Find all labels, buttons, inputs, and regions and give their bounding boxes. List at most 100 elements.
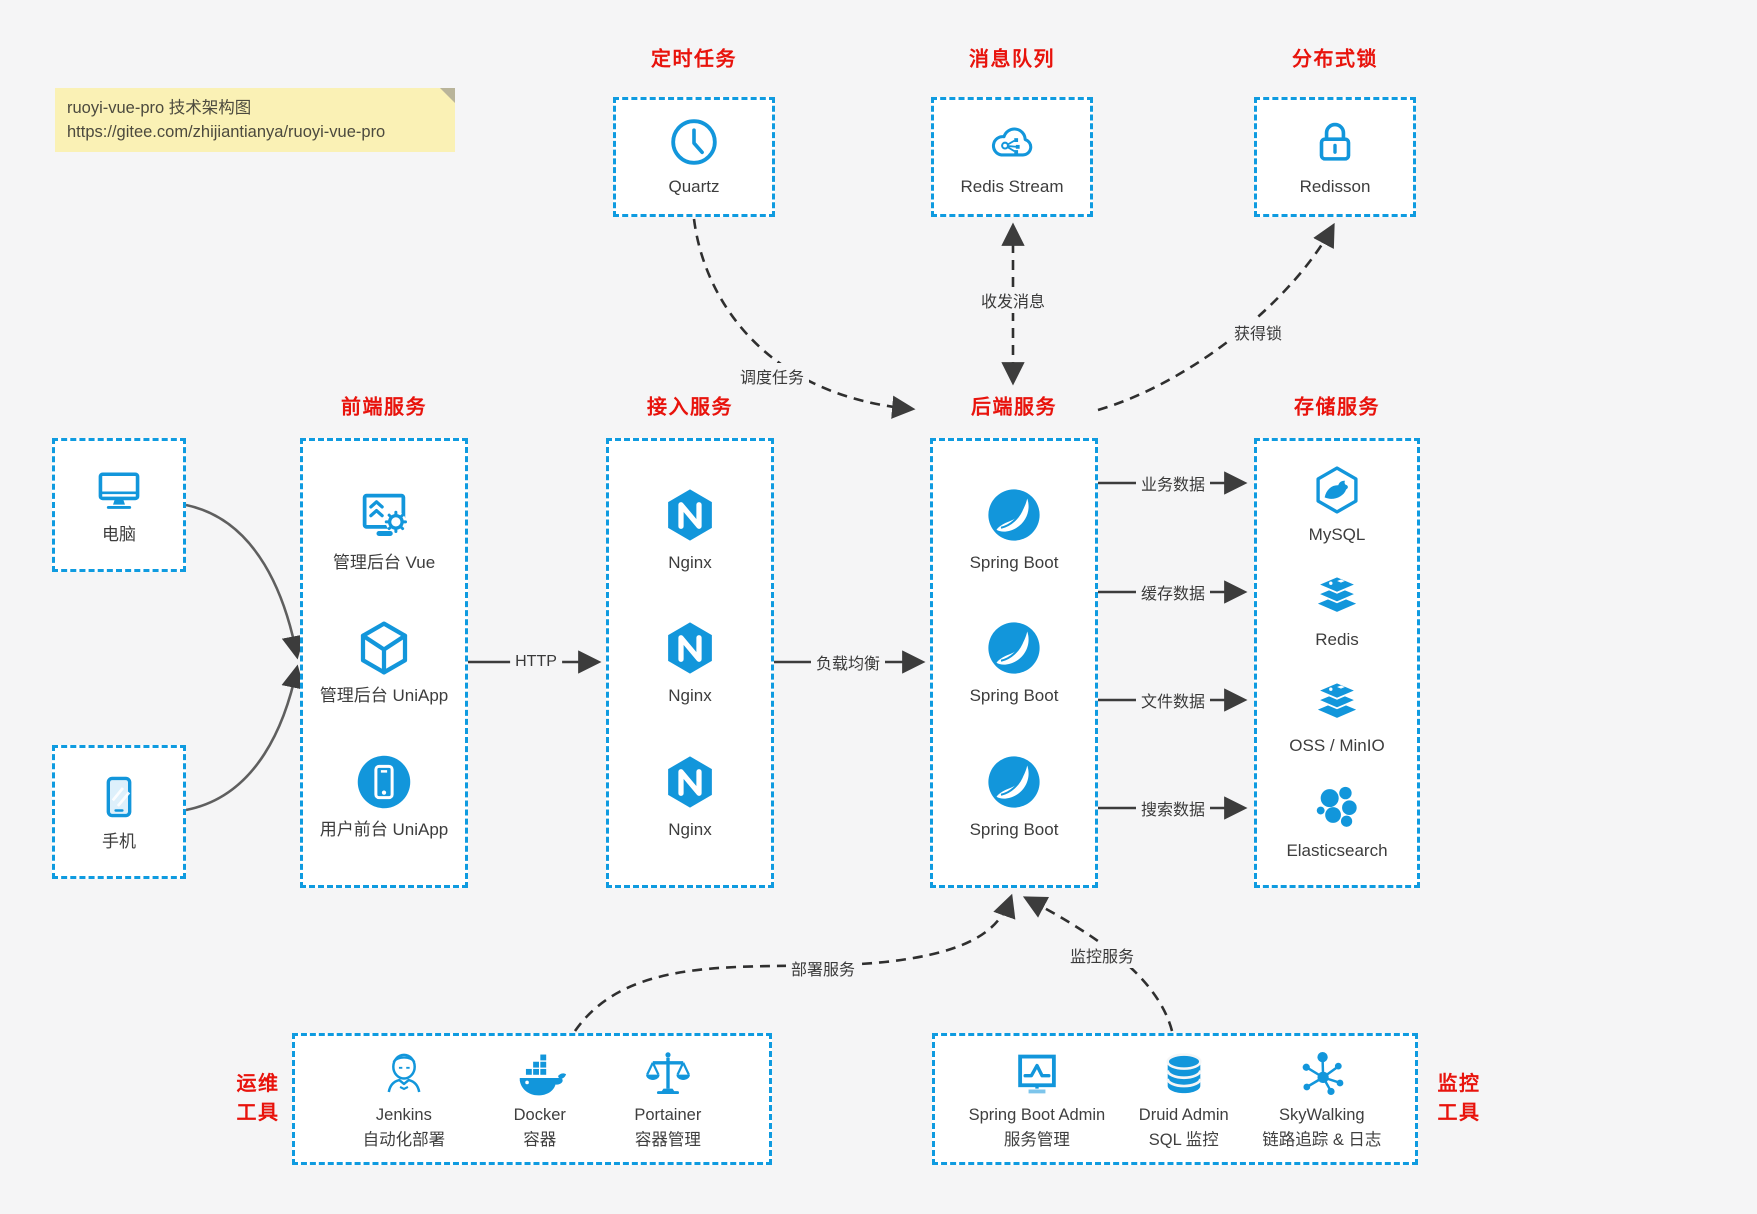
tool-name: Spring Boot Admin [968, 1105, 1106, 1124]
client-phone: 手机 [92, 770, 146, 854]
client-pc: 电脑 [92, 463, 146, 547]
box-frontend-services: 管理后台 Vue 管理后台 UniApp 用户前台 UniApp [300, 438, 468, 888]
service-springboot-1: Spring Boot [970, 485, 1058, 575]
edge-label-search-data: 搜索数据 [1135, 795, 1211, 821]
oss-minio-icon [1310, 674, 1364, 728]
mobile-icon [92, 770, 146, 824]
note-title: ruoyi-vue-pro 技术架构图 [67, 99, 252, 117]
database-icon [1157, 1047, 1211, 1101]
edge-label-http: HTTP [510, 652, 562, 672]
tool-spring-boot-admin: Spring Boot Admin 服务管理 [968, 1047, 1106, 1152]
service-redis-stream: Redis Stream [960, 115, 1064, 199]
service-label: 用户前台 UniApp [319, 819, 449, 839]
tool-desc: 服务管理 [1003, 1131, 1070, 1149]
box-distributed-lock: Redisson [1254, 97, 1416, 217]
elasticsearch-icon [1310, 779, 1364, 833]
service-label: Redis Stream [960, 177, 1064, 197]
service-admin-uniapp: 管理后台 UniApp [320, 618, 448, 708]
group-title-monitor-tools: 监控 工具 [1438, 1070, 1481, 1128]
topology-icon [1295, 1047, 1349, 1101]
service-label: Spring Boot [969, 819, 1059, 839]
note-url: https://gitee.com/zhijiantianya/ruoyi-vu… [67, 123, 386, 141]
tool-name: Portainer [634, 1105, 702, 1124]
service-label: Elasticsearch [1286, 841, 1388, 861]
note-fold-corner [440, 88, 455, 103]
redis-icon [1310, 568, 1364, 622]
nginx-icon [660, 752, 720, 812]
jenkins-icon [377, 1047, 431, 1101]
tool-name: Jenkins [375, 1105, 432, 1124]
group-title-distributed-lock: 分布式锁 [1292, 48, 1378, 71]
edge-label-load-balance: 负载均衡 [810, 649, 886, 675]
service-label: MySQL [1308, 524, 1366, 544]
service-elasticsearch: Elasticsearch [1286, 779, 1388, 863]
mobile-app-icon [354, 752, 414, 812]
client-label: 手机 [102, 832, 136, 852]
group-title-storage: 存储服务 [1294, 396, 1380, 419]
group-title-backend: 后端服务 [971, 396, 1057, 419]
mysql-icon [1310, 463, 1364, 517]
service-mysql: MySQL [1308, 463, 1366, 547]
edge-label-send-receive: 收发消息 [975, 287, 1051, 313]
box-monitor-tools: Spring Boot Admin 服务管理 Druid Admin SQL 监… [932, 1033, 1418, 1165]
tool-desc: 容器 [523, 1131, 557, 1149]
tool-druid-admin: Druid Admin SQL 监控 [1139, 1047, 1229, 1152]
box-access-services: Nginx Nginx Nginx [606, 438, 774, 888]
tool-desc: SQL 监控 [1148, 1131, 1219, 1149]
service-nginx-1: Nginx [660, 485, 720, 575]
spring-boot-icon [984, 485, 1044, 545]
service-label: Spring Boot [969, 686, 1059, 706]
box-client-phone: 手机 [52, 745, 186, 879]
docker-icon [513, 1047, 567, 1101]
service-nginx-2: Nginx [660, 618, 720, 708]
service-label: Quartz [668, 177, 720, 197]
box-backend-services: Spring Boot Spring Boot Spring Boot [930, 438, 1098, 888]
service-oss-minio: OSS / MinIO [1289, 674, 1385, 758]
service-label: 管理后台 Vue [332, 552, 436, 572]
service-nginx-3: Nginx [660, 752, 720, 842]
service-label: Redisson [1299, 177, 1371, 197]
portainer-icon [641, 1047, 695, 1101]
service-label: Nginx [668, 819, 712, 839]
group-title-frontend: 前端服务 [341, 396, 427, 419]
tool-docker: Docker 容器 [513, 1047, 567, 1152]
box-message-queue: Redis Stream [931, 97, 1093, 217]
edge-pc-to-frontend [185, 503, 305, 660]
tool-name: Druid Admin [1138, 1105, 1229, 1124]
service-quartz: Quartz [667, 115, 721, 199]
ops-tools-line2: 工具 [236, 1102, 280, 1124]
tool-desc: 容器管理 [634, 1131, 701, 1149]
nginx-icon [660, 618, 720, 678]
uniapp-cube-icon [354, 618, 414, 678]
box-scheduled-tasks: Quartz [613, 97, 775, 217]
edge-phone-to-frontend [185, 664, 305, 812]
service-label: Redis [1315, 630, 1359, 650]
lock-icon [1308, 115, 1362, 169]
box-storage-services: MySQL Redis OSS / MinIO Elasticsearch [1254, 438, 1420, 888]
edge-label-file-data: 文件数据 [1135, 687, 1211, 713]
tool-name: Docker [513, 1105, 566, 1124]
edge-label-cache-data: 缓存数据 [1135, 579, 1211, 605]
edge-label-schedule: 调度任务 [734, 363, 810, 389]
monitor-tools-line2: 工具 [1437, 1102, 1481, 1124]
service-redis: Redis [1310, 568, 1364, 652]
desktop-icon [92, 463, 146, 517]
edge-label-monitor: 监控服务 [1064, 942, 1140, 968]
edge-label-acquire-lock: 获得锁 [1228, 319, 1288, 345]
tool-skywalking: SkyWalking 链路追踪 & 日志 [1262, 1047, 1381, 1152]
service-springboot-3: Spring Boot [969, 752, 1059, 842]
box-client-pc: 电脑 [52, 438, 186, 572]
service-redisson: Redisson [1299, 115, 1371, 199]
edge-acquire-lock [1097, 222, 1335, 412]
tool-desc: 自动化部署 [362, 1131, 446, 1149]
nginx-icon [660, 485, 720, 545]
service-label: 管理后台 UniApp [319, 686, 449, 706]
tool-desc: 链路追踪 & 日志 [1262, 1131, 1382, 1149]
box-ops-tools: Jenkins 自动化部署 Docker 容器 Portainer 容器管理 [292, 1033, 772, 1165]
spring-boot-icon [984, 752, 1044, 812]
tool-name: SkyWalking [1279, 1105, 1365, 1124]
group-title-message-queue: 消息队列 [969, 48, 1055, 71]
edge-schedule-tasks [692, 218, 916, 419]
